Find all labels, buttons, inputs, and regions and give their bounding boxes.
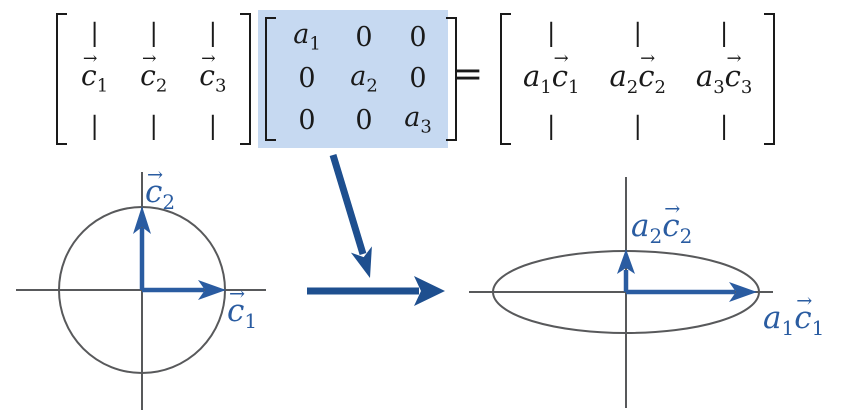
right-bracket bbox=[240, 13, 252, 145]
column-bar: | bbox=[90, 111, 99, 140]
column-bar: | bbox=[547, 18, 556, 47]
vector-arrow-glyph: → bbox=[640, 48, 656, 70]
column-bar: | bbox=[719, 18, 729, 47]
vector-c2-arrowhead bbox=[133, 206, 151, 234]
cell-zero: 0 bbox=[355, 104, 373, 136]
vector-arrow-glyph: → bbox=[553, 48, 569, 70]
matrix-diagonal-body: a1 0 0 0 a2 0 0 0 a3 bbox=[276, 17, 446, 141]
vector-arrow-glyph: → bbox=[796, 289, 813, 313]
label-a2c2: a2→c2 bbox=[631, 197, 693, 249]
vector-arrow-glyph: → bbox=[147, 163, 164, 187]
matrix-result: | a1→c1 | | a2→c2 | | a3→c3 | bbox=[500, 13, 776, 145]
cell-zero: 0 bbox=[298, 63, 316, 95]
cell-zero: 0 bbox=[409, 22, 427, 54]
vector-arrow-glyph: → bbox=[141, 49, 157, 70]
column-bar: | bbox=[547, 110, 556, 140]
cell-zero: 0 bbox=[298, 104, 316, 136]
matrix-column-c1: | →c1 | bbox=[81, 13, 108, 145]
matrix-column-a2c2: | a2→c2 | bbox=[609, 13, 665, 145]
matrix-columns: | →c1 | | →c2 | | →c3 | bbox=[56, 13, 252, 145]
column-bar: | bbox=[633, 110, 642, 140]
left-bracket bbox=[56, 13, 67, 145]
matrix-diagonal: a1 0 0 0 a2 0 0 0 a3 bbox=[265, 17, 457, 141]
vector-c1-symbol: →c1 bbox=[81, 49, 109, 97]
cell-a2: a2 bbox=[350, 60, 378, 97]
column-bar: | bbox=[208, 18, 218, 47]
a1c1-symbol: a1→c1 bbox=[523, 48, 580, 98]
right-bracket bbox=[764, 13, 776, 145]
vector-c3-symbol: →c3 bbox=[199, 49, 227, 97]
cell-zero: 0 bbox=[355, 22, 373, 54]
diagonal-arrow-head bbox=[350, 246, 372, 278]
vector-a1c1-arrowhead bbox=[729, 282, 757, 302]
label-c2: →c2 bbox=[145, 163, 176, 215]
a3c3-symbol: a3→c3 bbox=[695, 48, 753, 98]
a2c2-symbol: a2→c2 bbox=[609, 48, 666, 98]
matrix-result-body: | a1→c1 | | a2→c2 | | a3→c3 | bbox=[511, 13, 764, 145]
vector-arrow-glyph: → bbox=[229, 282, 246, 306]
left-bracket bbox=[265, 17, 276, 141]
diagonal-arrow-shaft bbox=[329, 153, 367, 256]
label-c1: →c1 bbox=[227, 282, 258, 334]
maps-to-arrow-head bbox=[414, 276, 445, 306]
vector-arrow-glyph: → bbox=[664, 197, 681, 221]
matrix-column-a3c3: | a3→c3 | bbox=[696, 13, 752, 145]
cell-a3: a3 bbox=[404, 102, 432, 138]
vector-c1-arrowhead bbox=[198, 280, 226, 300]
column-bar: | bbox=[208, 111, 218, 140]
ellipse-plot bbox=[469, 177, 773, 408]
matrix-column-a1c1: | a1→c1 | bbox=[523, 13, 579, 145]
matrix-column-c2: | →c2 | bbox=[140, 13, 167, 145]
vector-a2c2-arrowhead bbox=[617, 249, 635, 274]
equals-sign: = bbox=[453, 54, 484, 95]
label-a1c1: a1→c1 bbox=[763, 289, 825, 341]
matrix-column-c3: | →c3 | bbox=[199, 13, 226, 145]
vector-arrow-glyph: → bbox=[201, 49, 216, 70]
left-bracket bbox=[500, 13, 511, 145]
column-bar: | bbox=[719, 110, 729, 140]
unit-circle-plot bbox=[16, 172, 266, 410]
right-bracket bbox=[446, 17, 457, 141]
cell-zero: 0 bbox=[409, 63, 427, 95]
vector-arrow-glyph: → bbox=[726, 48, 742, 70]
column-bar: | bbox=[633, 18, 642, 47]
cell-a1: a1 bbox=[293, 19, 321, 55]
vector-c2-symbol: →c2 bbox=[140, 49, 168, 97]
diagonal-matrix-highlight bbox=[258, 10, 448, 148]
matrix-columns-body: | →c1 | | →c2 | | →c3 | bbox=[67, 13, 240, 145]
transform-arrows bbox=[307, 153, 445, 306]
column-bar: | bbox=[149, 18, 158, 47]
vector-arrow-glyph: → bbox=[82, 49, 98, 70]
column-bar: | bbox=[90, 18, 99, 47]
column-bar: | bbox=[149, 111, 158, 140]
